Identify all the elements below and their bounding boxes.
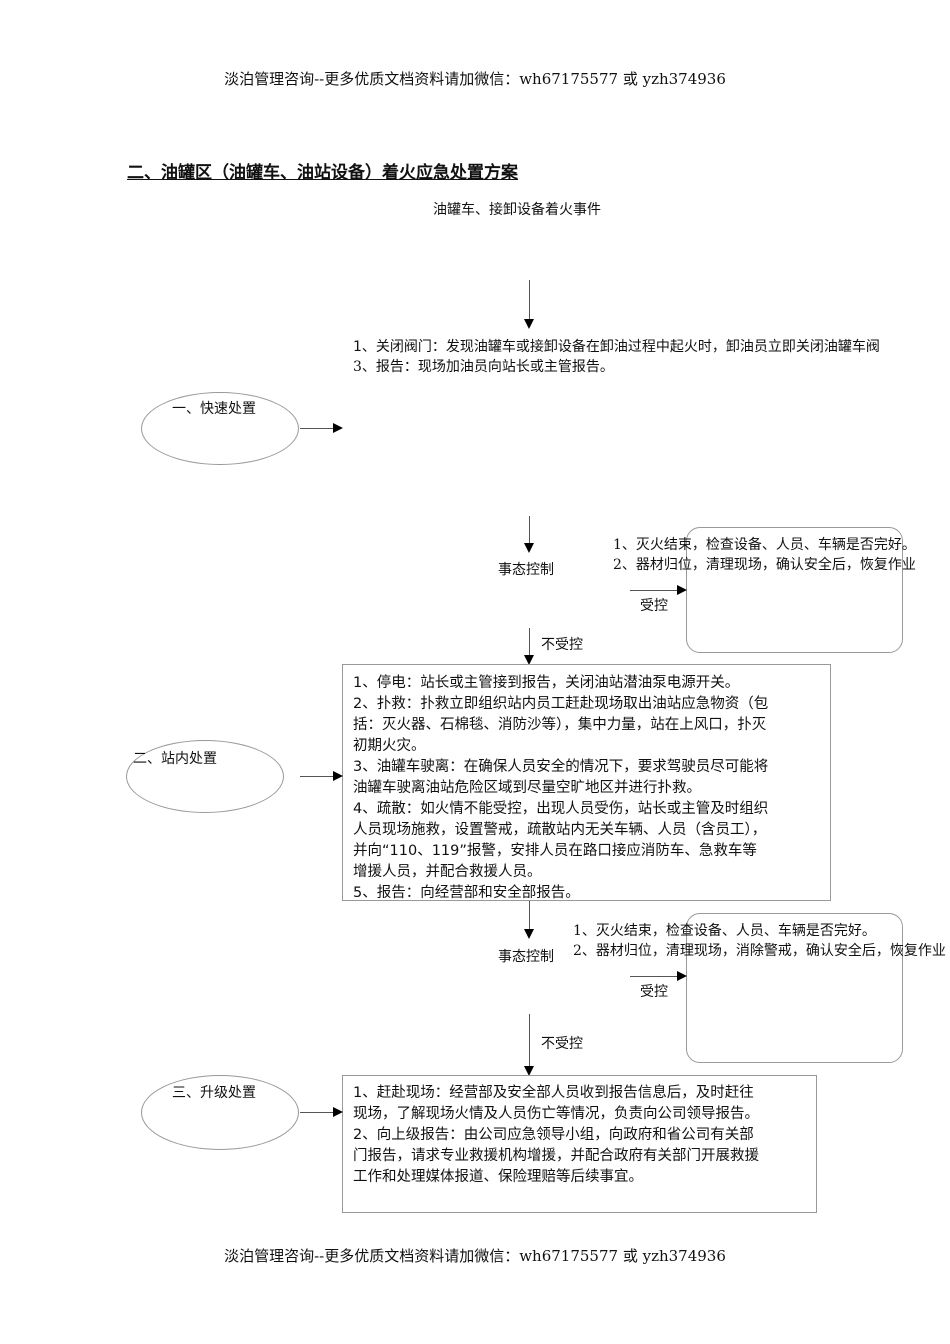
arrow-right-icon [333, 1107, 343, 1117]
uncontrolled-label: 不受控 [541, 637, 583, 653]
stage1-steps: 1、关闭阀门：发现油罐车或接卸设备在卸油过程中起火时，卸油员立即关闭油罐车阀 3… [353, 337, 880, 377]
stage3-label: 三、升级处置 [172, 1085, 256, 1101]
connector [630, 590, 678, 591]
arrow-down-icon [524, 1066, 534, 1076]
connector [300, 776, 334, 777]
connector [529, 628, 530, 656]
stage3-box [342, 1075, 817, 1213]
step-line: 2、扑救：扑救立即组织站内员工赶赴现场取出油站应急物资（包 [353, 696, 769, 712]
step-line: 5、报告：向经营部和安全部报告。 [353, 885, 580, 901]
step-line: 工作和处理媒体报道、保险理赔等后续事宜。 [353, 1169, 643, 1185]
stage2-ellipse [126, 740, 284, 813]
control1-label: 事态控制 [498, 562, 554, 578]
stage2-label: 二、站内处置 [133, 751, 217, 767]
arrow-right-icon [677, 585, 687, 595]
connector [630, 976, 678, 977]
stage3-ellipse [141, 1075, 299, 1150]
connector [529, 901, 530, 930]
controlled-label: 受控 [640, 984, 668, 1000]
stage2-box [342, 664, 831, 901]
stage2-steps: 1、停电：站长或主管接到报告，关闭油站潜油泵电源开关。 2、扑救：扑救立即组织站… [353, 673, 768, 904]
step-line: 现场，了解现场火情及人员伤亡等情况，负责向公司领导报告。 [353, 1106, 759, 1122]
connector [529, 1014, 530, 1067]
step-line: 初期火灾。 [353, 738, 426, 754]
stage1-label: 一、快速处置 [172, 401, 256, 417]
arrow-down-icon [524, 655, 534, 665]
result-line: 1、灭火结束，检查设备、人员、车辆是否完好。 [573, 923, 876, 939]
step-line: 3、油罐车驶离：在确保人员安全的情况下，要求驾驶员尽可能将 [353, 759, 769, 775]
controlled-label: 受控 [640, 598, 668, 614]
arrow-down-icon [524, 543, 534, 553]
step-line: 1、赶赴现场：经营部及安全部人员收到报告信息后，及时赶往 [353, 1085, 754, 1101]
event-label: 油罐车、接卸设备着火事件 [433, 202, 601, 218]
stage1-ellipse [141, 392, 299, 465]
step-line: 增援人员，并配合救援人员。 [353, 864, 542, 880]
connector [300, 1112, 334, 1113]
step-line: 门报告，请求专业救援机构增援，并配合政府有关部门开展救援 [353, 1148, 759, 1164]
step-line: 并向“110、119”报警，安排人员在路口接应消防车、急救车等 [353, 843, 757, 859]
page-header: 淡泊管理咨询--更多优质文档资料请加微信：wh67175577 或 yzh374… [224, 70, 726, 88]
connector [529, 516, 530, 544]
uncontrolled-label: 不受控 [541, 1036, 583, 1052]
control2-result-box [686, 913, 903, 1063]
step-line: 3、报告：现场加油员向站长或主管报告。 [353, 359, 614, 375]
arrow-right-icon [677, 971, 687, 981]
control2-label: 事态控制 [498, 949, 554, 965]
step-line: 4、疏散：如火情不能受控，出现人员受伤，站长或主管及时组织 [353, 801, 769, 817]
step-line: 括：灭火器、石棉毯、消防沙等），集中力量，站在上风口，扑灭 [353, 717, 767, 733]
step-line: 2、向上级报告：由公司应急领导小组，向政府和省公司有关部 [353, 1127, 754, 1143]
page-footer: 淡泊管理咨询--更多优质文档资料请加微信：wh67175577 或 yzh374… [224, 1247, 726, 1265]
arrow-right-icon [333, 771, 343, 781]
step-line: 人员现场施救，设置警戒，疏散站内无关车辆、人员（含员工）， [353, 822, 767, 838]
arrow-right-icon [333, 423, 343, 433]
step-line: 1、停电：站长或主管接到报告，关闭油站潜油泵电源开关。 [353, 675, 740, 691]
arrow-down-icon [524, 319, 534, 329]
arrow-down-icon [524, 929, 534, 939]
result-line: 1、灭火结束，检查设备、人员、车辆是否完好。 [613, 537, 916, 553]
result-line: 2、器材归位，清理现场，确认安全后，恢复作业 [613, 557, 916, 573]
result-line: 2、器材归位，清理现场，消除警戒，确认安全后，恢复作业 [573, 943, 946, 959]
control1-result: 1、灭火结束，检查设备、人员、车辆是否完好。 2、器材归位，清理现场，确认安全后… [613, 535, 916, 575]
connector [300, 428, 334, 429]
connector [529, 280, 530, 320]
control2-result: 1、灭火结束，检查设备、人员、车辆是否完好。 2、器材归位，清理现场，消除警戒，… [573, 921, 946, 961]
step-line: 1、关闭阀门：发现油罐车或接卸设备在卸油过程中起火时，卸油员立即关闭油罐车阀 [353, 339, 880, 355]
stage3-steps: 1、赶赴现场：经营部及安全部人员收到报告信息后，及时赶往 现场，了解现场火情及人… [353, 1083, 759, 1188]
step-line: 油罐车驶离油站危险区域到尽量空旷地区并进行扑救。 [353, 780, 701, 796]
page-title: 二、油罐区（油罐车、油站设备）着火应急处置方案 [127, 163, 518, 183]
